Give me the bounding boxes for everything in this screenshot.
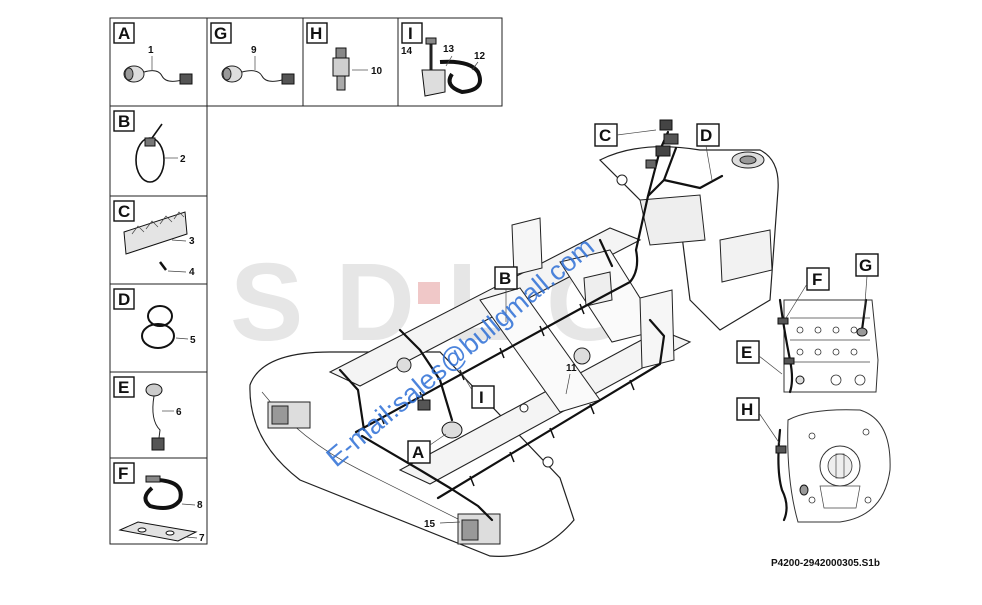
part-number-13: 13 — [443, 44, 455, 55]
grid-top-frame — [109, 17, 503, 107]
callout-box — [471, 385, 495, 409]
callout-box — [113, 376, 135, 398]
leader-line — [758, 355, 783, 375]
leader-line — [439, 521, 461, 524]
sensor-harness-illustration — [123, 65, 193, 85]
callout-label-e: E — [118, 378, 129, 397]
part-number-5: 5 — [190, 335, 196, 346]
callout-label-c: C — [118, 202, 130, 221]
legend-cell-g: G 9 — [210, 22, 295, 85]
leader-line — [758, 412, 781, 445]
callout-box — [113, 462, 135, 484]
callout-box — [736, 340, 760, 364]
callout-label-a: A — [118, 24, 130, 43]
callout-label-e-detail: E — [741, 343, 752, 362]
legend-cell-a: A 1 — [113, 22, 193, 85]
part-number-1: 1 — [148, 45, 154, 56]
wiring-harness — [338, 119, 724, 522]
legend-cell-b: B 2 — [113, 110, 186, 183]
callout-box — [113, 288, 135, 310]
callout-box — [407, 440, 431, 464]
legend-cell-f: F 8 7 — [113, 462, 205, 544]
frame-sensor-a — [417, 399, 463, 439]
callout-label-i: I — [408, 24, 413, 43]
callout-box — [113, 200, 135, 222]
callout-label-d: D — [118, 290, 130, 309]
callout-box — [306, 22, 328, 44]
callout-label-b-main: B — [499, 269, 511, 288]
callout-box — [113, 22, 135, 44]
leader-line — [429, 433, 447, 446]
tie-strap-illustration — [141, 305, 189, 349]
sensor-harness-illustration — [221, 65, 295, 85]
part-number-7: 7 — [199, 533, 205, 544]
callout-label-d-main: D — [700, 126, 712, 145]
callout-box — [401, 22, 423, 44]
callout-label-a-main: A — [412, 443, 424, 462]
part-number-12: 12 — [474, 51, 486, 62]
callout-label-b: B — [118, 112, 130, 131]
watermark-logo-accent — [418, 282, 440, 304]
callout-label-c-main: C — [599, 126, 611, 145]
parts-legend-grid: A 1 G 9 H — [109, 17, 503, 545]
drawing-reference: P4200-2942000305.S1b — [771, 558, 880, 569]
leader-line — [863, 275, 868, 317]
callout-box — [806, 267, 830, 291]
pressure-switch-illustration — [332, 47, 350, 91]
legend-cell-h: H 10 — [306, 22, 383, 91]
part-number-8: 8 — [197, 500, 203, 511]
leader-line — [616, 129, 657, 136]
part-number-4: 4 — [189, 267, 195, 278]
legend-cell-i: I 14 13 12 — [401, 22, 486, 97]
clip-bar-illustration — [123, 211, 188, 273]
callout-box — [696, 123, 720, 147]
cable-tie-illustration — [135, 123, 178, 183]
part-number-14: 14 — [401, 46, 413, 57]
leader-line — [705, 145, 713, 181]
callout-label-f: F — [118, 464, 128, 483]
detail-view-f-g: F G E — [736, 253, 879, 394]
callout-box — [736, 397, 760, 421]
callout-label-i-main: I — [479, 388, 484, 407]
clamp-bolt-illustration — [421, 37, 482, 97]
legend-cell-e: E 6 — [113, 376, 182, 451]
callout-label-f-detail: F — [812, 270, 822, 289]
leader-line — [785, 283, 808, 319]
part-number-2: 2 — [180, 154, 186, 165]
legend-cell-c: C 3 4 — [113, 200, 195, 278]
callout-label-g: G — [214, 24, 227, 43]
grid-left-frame — [109, 105, 208, 545]
part-number-9: 9 — [251, 45, 257, 56]
detail-view-h: H — [736, 397, 891, 523]
callout-label-h-detail: H — [741, 400, 753, 419]
leader-line — [565, 373, 571, 395]
part-number-11: 11 — [566, 363, 577, 374]
part-number-10: 10 — [371, 66, 383, 77]
callout-box — [210, 22, 232, 44]
part-number-15: 15 — [424, 519, 436, 530]
callout-label-h: H — [310, 24, 322, 43]
legend-cell-d: D 5 — [113, 288, 196, 349]
callout-label-g-detail: G — [859, 256, 872, 275]
part-number-6: 6 — [176, 407, 182, 418]
leader-line — [459, 369, 473, 391]
front-connector-bundle — [645, 119, 679, 169]
speed-sensor-illustration — [145, 383, 174, 451]
p-clamp-plate-illustration — [118, 475, 198, 542]
part-number-3: 3 — [189, 236, 195, 247]
main-callouts: C D B I A 11 15 — [407, 123, 720, 530]
callout-box — [113, 110, 135, 132]
